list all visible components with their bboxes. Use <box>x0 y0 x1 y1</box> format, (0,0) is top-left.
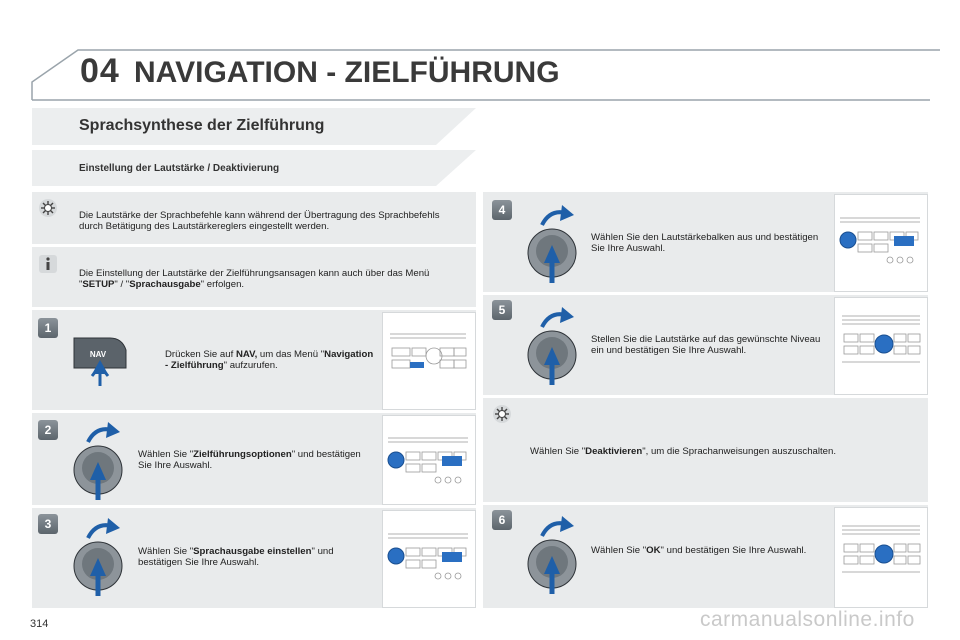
rotary-knob-icon <box>527 205 577 283</box>
nav-button-icon: NAV <box>73 337 127 386</box>
radio-device-icon <box>388 330 468 382</box>
rotary-knob-icon <box>73 422 123 500</box>
step-6-text: Wählen Sie "OK" und bestätigen Sie Ihre … <box>591 545 807 556</box>
deactivate-tip-row <box>483 398 928 502</box>
radio-device-icon <box>386 530 470 584</box>
deactivate-tip-text: Wählen Sie "Deaktivieren", um die Sprach… <box>530 446 837 457</box>
radio-device-icon <box>840 312 922 368</box>
info-icon <box>39 255 57 273</box>
radio-device-icon <box>840 522 922 578</box>
radio-device-icon <box>386 434 470 488</box>
rotary-knob-icon <box>527 516 577 594</box>
radio-device-icon <box>838 214 922 268</box>
step-2-badge: 2 <box>38 420 58 440</box>
tip-gear-icon <box>493 405 511 423</box>
rotary-knob-icon <box>73 518 123 596</box>
step-6-badge: 6 <box>492 510 512 530</box>
step-1-badge: 1 <box>38 318 58 338</box>
chapter-number: 04 <box>80 52 120 90</box>
step-3-badge: 3 <box>38 514 58 534</box>
step-5-badge: 5 <box>492 300 512 320</box>
step-4-text: Wählen Sie den Lautstärkebalken aus und … <box>591 232 819 254</box>
section-title: Sprachsynthese der Zielführung <box>79 117 325 134</box>
info-row <box>32 247 476 307</box>
header-frame <box>31 49 940 101</box>
rotary-knob-icon <box>527 307 577 385</box>
tip-text: Die Lautstärke der Sprachbefehle kann wä… <box>79 210 440 232</box>
nav-button-label: NAV <box>90 350 107 359</box>
page-number: 314 <box>30 618 49 630</box>
watermark: carmanualsonline.info <box>700 608 915 631</box>
step-1-text: Drücken Sie auf NAV, um das Menü "Naviga… <box>165 349 374 371</box>
step-3-text: Wählen Sie "Sprachausgabe einstellen" un… <box>138 546 334 568</box>
info-text: Die Einstellung der Lautstärke der Zielf… <box>79 268 430 290</box>
tip-gear-icon <box>39 199 57 217</box>
tip-row <box>32 192 476 244</box>
step-5-text: Stellen Sie die Lautstärke auf das gewün… <box>591 334 821 356</box>
step-4-badge: 4 <box>492 200 512 220</box>
step-2-text: Wählen Sie "Zielführungsoptionen" und be… <box>138 449 361 471</box>
section-subtitle: Einstellung der Lautstärke / Deaktivieru… <box>79 163 280 174</box>
section-banner <box>32 108 476 186</box>
chapter-title: NAVIGATION - ZIELFÜHRUNG <box>134 56 560 89</box>
